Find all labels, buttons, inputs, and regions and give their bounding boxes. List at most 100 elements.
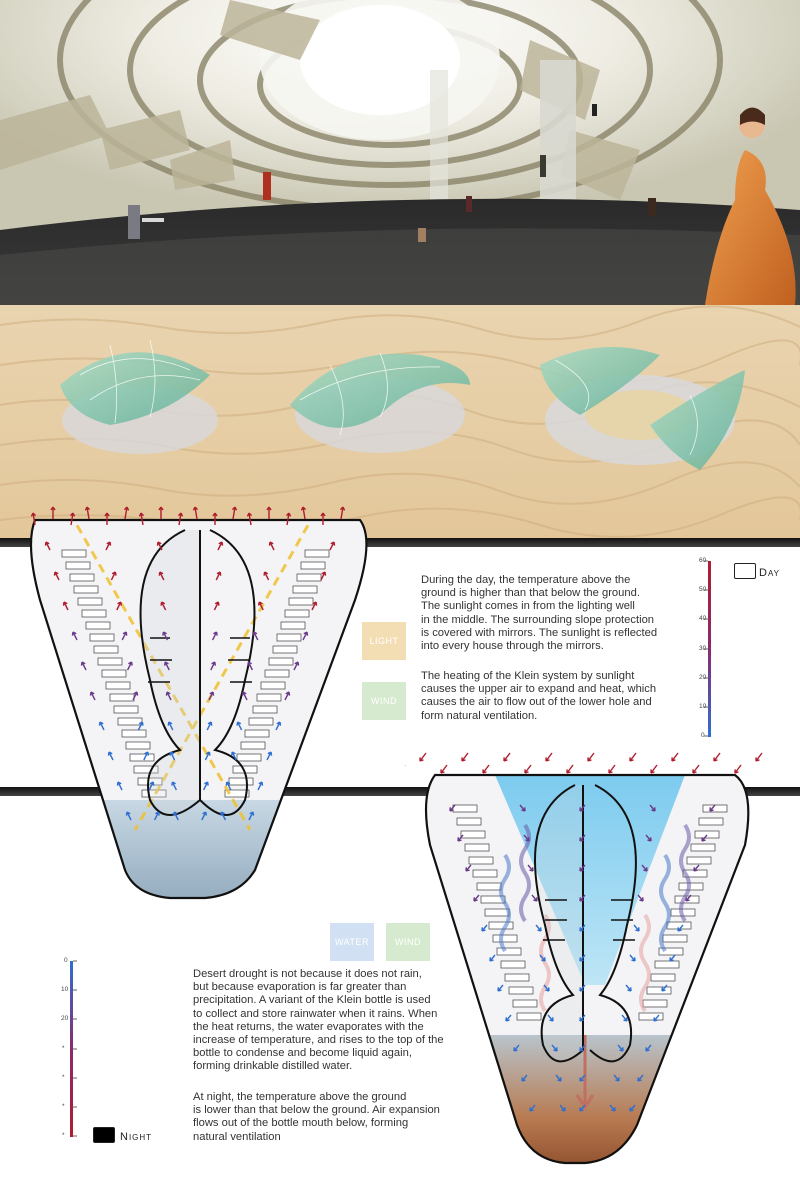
day-scale-tick: 50 <box>699 586 707 593</box>
airflow-arrow <box>206 721 213 731</box>
night-temperature-scale <box>70 960 77 1137</box>
airflow-arrow <box>241 691 248 701</box>
airflow-arrow <box>165 691 172 701</box>
night-section-diagram <box>405 752 763 1165</box>
airflow-arrow <box>247 661 254 671</box>
airflow-arrow <box>266 751 273 761</box>
airflow-arrow <box>535 924 542 932</box>
airflow-arrow <box>709 804 716 812</box>
airflow-arrow <box>579 954 586 962</box>
airflow-arrow <box>275 721 282 731</box>
airflow-arrow <box>661 984 668 992</box>
shell-model-3 <box>540 347 745 470</box>
airflow-arrow <box>148 781 155 791</box>
airflow-arrow <box>162 631 169 641</box>
day-section-diagram <box>29 506 368 900</box>
airflow-arrow <box>300 506 307 520</box>
airflow-arrow <box>481 924 488 932</box>
airflow-arrow <box>503 752 511 762</box>
night-legend-swatch <box>93 1127 115 1143</box>
airflow-arrow <box>497 984 504 992</box>
airflow-arrow <box>266 506 272 519</box>
airflow-arrow <box>202 781 209 791</box>
airflow-arrow <box>62 601 69 611</box>
airflow-arrow <box>156 541 163 551</box>
airflow-arrow <box>519 804 526 812</box>
airflow-arrow <box>551 1044 558 1052</box>
airflow-arrow <box>645 834 652 842</box>
day-scale-tick: 30 <box>699 645 707 652</box>
airflow-arrow <box>215 571 222 581</box>
airflow-arrow <box>132 691 139 701</box>
airflow-arrow <box>489 954 496 962</box>
night-scale-tick: 0 <box>64 957 68 964</box>
airflow-arrow <box>167 721 174 731</box>
airflow-arrow <box>172 811 179 821</box>
airflow-arrow <box>158 506 164 519</box>
airflow-arrow <box>521 1074 528 1082</box>
airflow-arrow <box>579 864 586 872</box>
airflow-arrow <box>105 541 112 551</box>
airflow-arrow <box>505 1014 512 1022</box>
airflow-arrow <box>210 661 217 671</box>
airflow-arrow <box>461 752 469 762</box>
light-chip-label: LIGHT <box>369 636 399 646</box>
airflow-arrow <box>217 541 224 551</box>
airflow-arrow <box>138 512 145 526</box>
airflow-arrow <box>543 984 550 992</box>
airflow-arrow <box>225 781 232 791</box>
airflow-arrow <box>80 661 87 671</box>
airflow-arrow <box>153 811 160 821</box>
airflow-arrow <box>633 924 640 932</box>
airflow-arrow <box>220 811 227 821</box>
airflow-arrow <box>566 764 574 774</box>
night-legend-label: Night <box>120 1131 153 1143</box>
airflow-arrow <box>692 764 700 774</box>
airflow-arrow <box>547 1014 554 1022</box>
airflow-arrow <box>649 804 656 812</box>
airflow-arrow <box>89 691 96 701</box>
airflow-arrow <box>641 864 648 872</box>
airflow-arrow <box>104 512 110 525</box>
airflow-arrow <box>473 894 480 902</box>
airflow-arrow <box>211 631 218 641</box>
airflow-arrow <box>629 954 636 962</box>
airflow-arrow <box>579 984 586 992</box>
airflow-arrow <box>637 894 644 902</box>
airflow-arrow <box>98 721 105 731</box>
airflow-arrow <box>579 1044 586 1052</box>
airflow-arrow <box>137 721 144 731</box>
airflow-arrow <box>320 512 326 525</box>
airflow-arrow <box>71 631 78 641</box>
airflow-arrow <box>53 571 60 581</box>
airflow-arrow <box>208 691 215 701</box>
night-scale-tick: * <box>62 1132 65 1139</box>
wind-chip-night: WIND <box>386 923 430 961</box>
airflow-arrow <box>482 764 490 774</box>
airflow-arrow <box>545 752 553 762</box>
airflow-arrow <box>587 752 595 762</box>
airflow-arrow <box>230 751 237 761</box>
day-temperature-scale <box>704 560 711 737</box>
day-scale-tick: 0 <box>701 732 705 739</box>
airflow-arrow <box>110 571 117 581</box>
airflow-arrow <box>609 1104 616 1112</box>
airflow-arrow <box>169 751 176 761</box>
airflow-arrow <box>284 691 291 701</box>
day-paragraph-2: The heating of the Klein system by sunli… <box>421 670 657 722</box>
light-chip: LIGHT <box>362 622 406 660</box>
airflow-arrow <box>608 764 616 774</box>
airflow-arrow <box>559 1104 566 1112</box>
airflow-arrow <box>513 1044 520 1052</box>
airflow-arrow <box>329 541 336 551</box>
airflow-arrow <box>579 804 586 812</box>
airflow-arrow <box>268 541 275 551</box>
airflow-arrow <box>311 601 318 611</box>
day-scale-tick: 40 <box>699 615 707 622</box>
night-scale-tick: * <box>62 1103 65 1110</box>
airflow-arrow <box>257 601 264 611</box>
airflow-arrow <box>30 512 37 526</box>
night-paragraph-2: At night, the temperature above the grou… <box>193 1091 440 1143</box>
airflow-arrow <box>44 541 51 551</box>
airflow-arrow <box>293 661 300 671</box>
